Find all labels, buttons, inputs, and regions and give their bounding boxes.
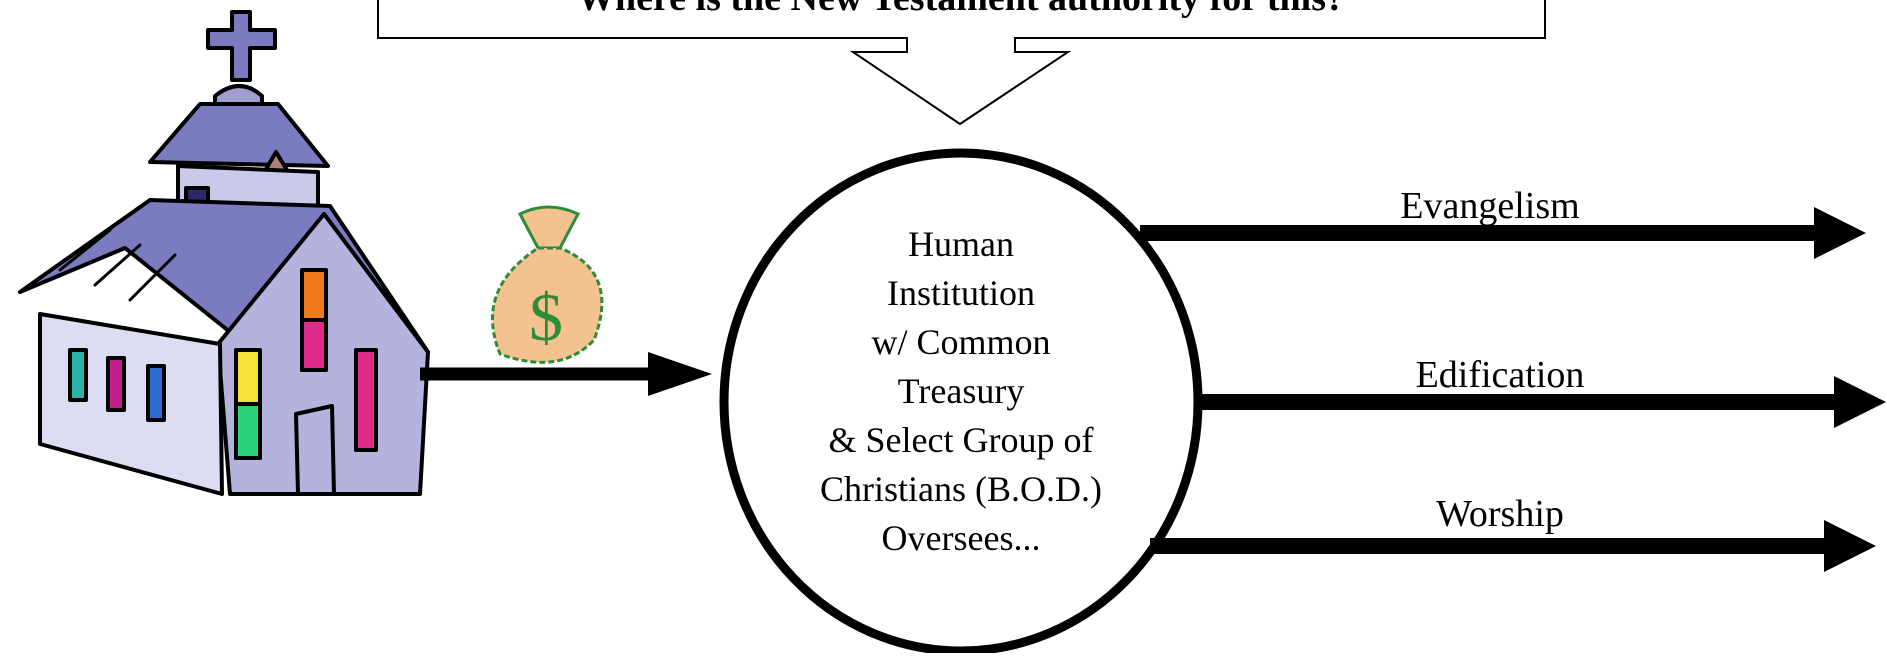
- circle-line-7: Oversees...: [882, 518, 1041, 558]
- circle-line-6: Christians (B.O.D.): [820, 469, 1102, 509]
- church-to-circle-arrow: [420, 352, 712, 396]
- output-arrow-evangelism: Evangelism: [1140, 185, 1866, 259]
- circle-line-5: & Select Group of: [829, 420, 1094, 460]
- output-label-edification: Edification: [1416, 354, 1585, 396]
- center-circle: Human Institution w/ Common Treasury & S…: [719, 148, 1203, 656]
- output-arrow-worship: Worship: [1150, 493, 1876, 572]
- circle-line-2: Institution: [887, 273, 1035, 313]
- church-icon: [18, 10, 430, 496]
- circle-line-1: Human: [908, 224, 1014, 264]
- output-arrow-edification: Edification: [1198, 354, 1886, 428]
- callout-text: Where is the New Testament authority for…: [577, 0, 1345, 19]
- output-label-evangelism: Evangelism: [1400, 185, 1579, 227]
- output-label-worship: Worship: [1436, 493, 1564, 535]
- circle-line-3: w/ Common: [871, 322, 1050, 362]
- money-symbol: $: [529, 279, 563, 355]
- callout-box: Where is the New Testament authority for…: [377, 0, 1546, 126]
- circle-line-4: Treasury: [898, 371, 1025, 411]
- money-bag-icon: $: [491, 205, 604, 364]
